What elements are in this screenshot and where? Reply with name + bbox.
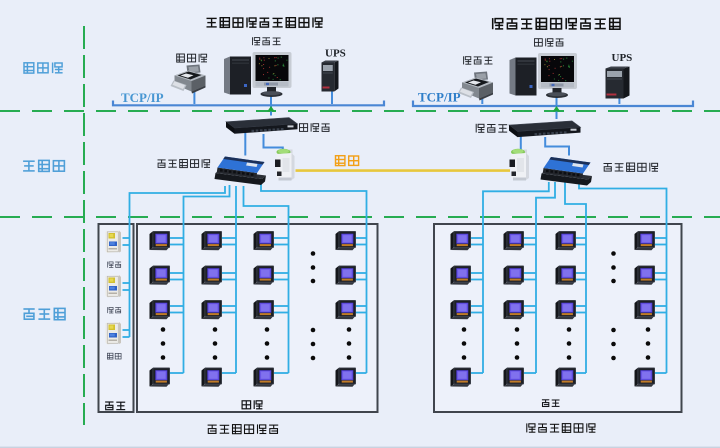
- svg-text:UPS: UPS: [325, 48, 346, 60]
- svg-text:TCP/IP: TCP/IP: [121, 90, 164, 105]
- svg-text:TCP/IP: TCP/IP: [418, 90, 461, 105]
- svg-text:UPS: UPS: [612, 52, 633, 64]
